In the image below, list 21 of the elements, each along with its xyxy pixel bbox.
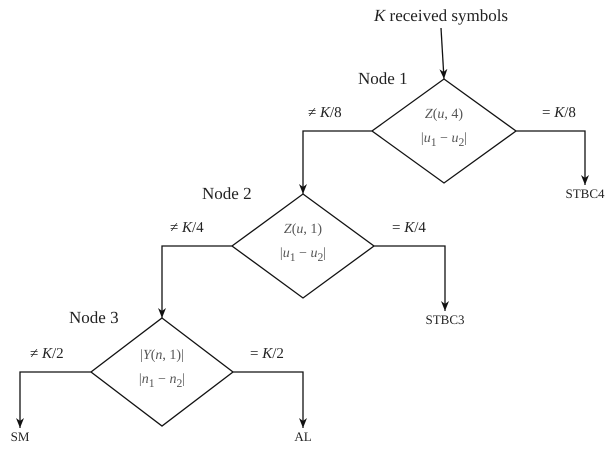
arrow [439, 28, 448, 80]
decision-criterion: Z(u, 1) [282, 222, 324, 238]
output-label: STBC4 [560, 185, 610, 203]
arrow [299, 130, 372, 194]
decision-criterion: |u$_{1}$ − u$_{2}$| [278, 246, 328, 264]
decision-criterion: |Y(n, 1)| [139, 348, 185, 364]
arrow [516, 130, 589, 185]
input-label: K received symbols [361, 4, 521, 28]
output-label: STBC3 [415, 311, 475, 329]
arrow [233, 371, 307, 428]
decision-criterion: |n$_{1}$ − n$_{2}$| [138, 372, 186, 390]
node-heading: Node 1 [358, 69, 408, 89]
output-label: AL [287, 428, 319, 446]
decision-criterion: |u$_{1}$ − u$_{2}$| [420, 131, 468, 149]
decision-criterion: Z(u, 4) [424, 107, 464, 123]
arrow [16, 371, 91, 428]
output-label: SM [4, 428, 36, 446]
node-heading: Node 3 [69, 308, 119, 328]
node-heading: Node 2 [202, 184, 252, 204]
arrow [158, 245, 232, 318]
arrow [374, 245, 449, 311]
